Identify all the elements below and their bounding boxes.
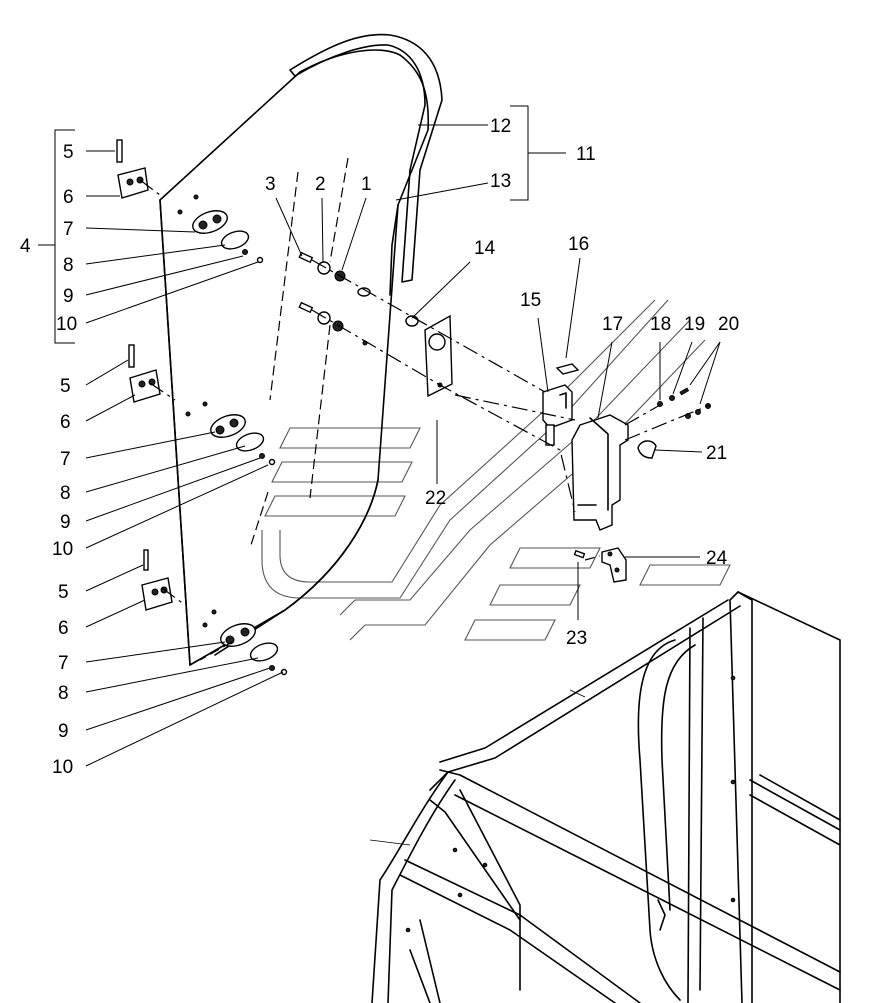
callout-18: 18 <box>650 314 671 335</box>
callout-22: 22 <box>425 488 446 509</box>
leader-lines <box>38 105 721 767</box>
callout-3: 3 <box>265 174 276 195</box>
callout-13: 13 <box>490 171 511 192</box>
callout-7: 7 <box>60 449 71 470</box>
center-lines <box>139 157 711 661</box>
callout-9: 9 <box>60 512 71 533</box>
callout-8: 8 <box>63 255 74 276</box>
watermark-logo <box>261 299 731 641</box>
callout-8: 8 <box>60 483 71 504</box>
callout-12: 12 <box>490 116 511 137</box>
callout-16: 16 <box>568 234 589 255</box>
callout-17: 17 <box>602 314 623 335</box>
hinge-set-bottom <box>141 549 288 676</box>
callout-6: 6 <box>63 187 74 208</box>
hinge-set-top <box>116 139 264 264</box>
callout-5: 5 <box>58 582 69 603</box>
callout-24: 24 <box>706 548 728 569</box>
latch-hardware <box>298 251 453 398</box>
callout-labels: 1 2 3 4 5 6 7 8 9 10 5 6 7 8 9 10 5 6 7 … <box>20 116 739 778</box>
callout-10: 10 <box>52 757 73 778</box>
cab-frame <box>369 591 841 1003</box>
callout-21: 21 <box>706 443 727 464</box>
callout-9: 9 <box>63 286 74 307</box>
callout-5: 5 <box>63 142 74 163</box>
callout-7: 7 <box>63 219 74 240</box>
striker-plate <box>573 547 627 583</box>
callout-6: 6 <box>60 412 71 433</box>
callout-20: 20 <box>718 314 739 335</box>
callout-10: 10 <box>56 314 77 335</box>
hinge-set-middle <box>128 344 276 466</box>
callout-8: 8 <box>58 683 69 704</box>
callout-10: 10 <box>52 539 73 560</box>
callout-2: 2 <box>315 174 326 195</box>
callout-11: 11 <box>576 144 596 165</box>
door-seal <box>214 33 443 656</box>
callout-6: 6 <box>58 618 69 639</box>
callout-5: 5 <box>60 376 71 397</box>
callout-4: 4 <box>20 236 31 257</box>
callout-9: 9 <box>58 721 69 742</box>
callout-1: 1 <box>361 174 372 195</box>
callout-15: 15 <box>520 290 541 311</box>
callout-14: 14 <box>474 238 496 259</box>
callout-19: 19 <box>684 314 705 335</box>
door-glass <box>159 49 430 666</box>
callout-23: 23 <box>566 628 587 649</box>
lock-assembly <box>542 363 711 531</box>
callout-7: 7 <box>58 653 69 674</box>
